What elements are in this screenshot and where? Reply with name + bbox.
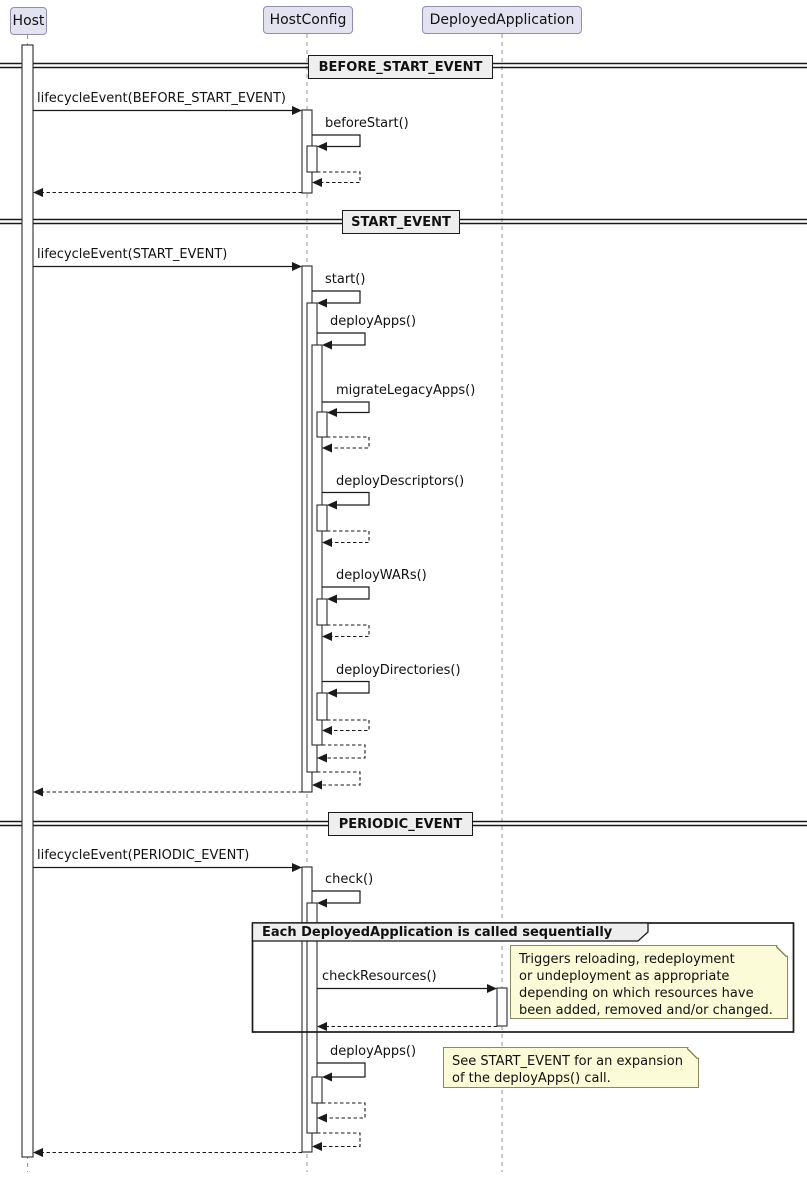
arrow-descriptors-self [322, 491, 370, 506]
descriptors-activation [316, 504, 328, 532]
call-arrows [33, 109, 487, 1078]
participant-deployedapplication: DeployedApplication [422, 6, 582, 34]
directories-activation [316, 692, 328, 721]
activation-bars [21, 44, 508, 1158]
note-line: depending on which resources have [519, 986, 754, 1001]
group-header-shape [251, 922, 649, 942]
return-arrows [43, 171, 497, 1154]
label-check: check() [325, 872, 374, 887]
arrow-wars-self [322, 586, 370, 600]
label-lifecycle-start: lifecycleEvent(START_EVENT) [37, 247, 228, 262]
note-line: been added, removed and/or changed. [519, 1003, 773, 1018]
arrow-check-self [312, 890, 361, 904]
divider-lines [0, 62, 807, 827]
return-before-start [317, 171, 361, 184]
group-title: Each DeployedApplication is called seque… [262, 925, 613, 940]
label-before-start: beforeStart() [325, 116, 409, 131]
label-deploy-apps-periodic: deployApps() [330, 1044, 417, 1059]
arrow-start-self [312, 290, 361, 304]
note-line: See START_EVENT for an expansion [452, 1054, 683, 1069]
periodic-activation-2 [306, 902, 318, 1134]
note-line: of the deployApps() call. [452, 1071, 611, 1086]
arrow-before-start-self [312, 134, 361, 148]
arrow-migrate-self [322, 401, 370, 414]
label-migrate-legacy-apps: migrateLegacyApps() [336, 383, 476, 398]
label-lifecycle-before-start: lifecycleEvent(BEFORE_START_EVENT) [37, 91, 286, 106]
deployedapplication-activation [496, 987, 508, 1027]
start-activation-3 [311, 344, 323, 746]
label-deploy-wars: deployWARs() [336, 568, 427, 583]
divider-start-event: START_EVENT [342, 210, 460, 234]
arrow-directories-self [322, 680, 370, 694]
arrowheads [33, 106, 497, 1157]
arrow-deploy-apps-self [317, 332, 366, 346]
group-frame [251, 922, 795, 1033]
label-check-resources: checkResources() [322, 969, 437, 984]
migrate-activation [316, 411, 328, 438]
note-line: or undeployment as appropriate [519, 969, 730, 984]
return-migrate [327, 436, 370, 449]
host-activation [21, 44, 34, 1158]
label-start: start() [325, 272, 366, 287]
arrow-deploy-apps-periodic-self [317, 1062, 366, 1078]
return-check [317, 1132, 361, 1148]
return-deploy-apps-periodic [322, 1102, 366, 1119]
return-descriptors [327, 530, 370, 544]
divider-periodic-event: PERIODIC_EVENT [328, 812, 473, 836]
return-start [317, 771, 361, 786]
periodic-deployapps-activation [311, 1076, 323, 1104]
return-wars [327, 624, 370, 638]
wars-activation [316, 598, 328, 626]
label-deploy-apps: deployApps() [330, 314, 417, 329]
before-start-activation-2 [306, 145, 318, 173]
return-directories [327, 719, 370, 732]
label-deploy-directories: deployDirectories() [336, 663, 461, 678]
label-deploy-descriptors: deployDescriptors() [336, 474, 465, 489]
participant-host: Host [10, 7, 47, 35]
note-deploy-apps: See START_EVENT for an expansion of the … [443, 1047, 699, 1088]
note-check-resources: Triggers reloading, redeployment or unde… [510, 945, 788, 1019]
lifelines [27, 34, 503, 1172]
note-line: Triggers reloading, redeployment [519, 952, 735, 967]
divider-before-start-event: BEFORE_START_EVENT [308, 55, 493, 79]
participant-hostconfig: HostConfig [263, 6, 353, 34]
label-lifecycle-periodic: lifecycleEvent(PERIODIC_EVENT) [37, 848, 250, 863]
return-deploy-apps [322, 744, 366, 759]
